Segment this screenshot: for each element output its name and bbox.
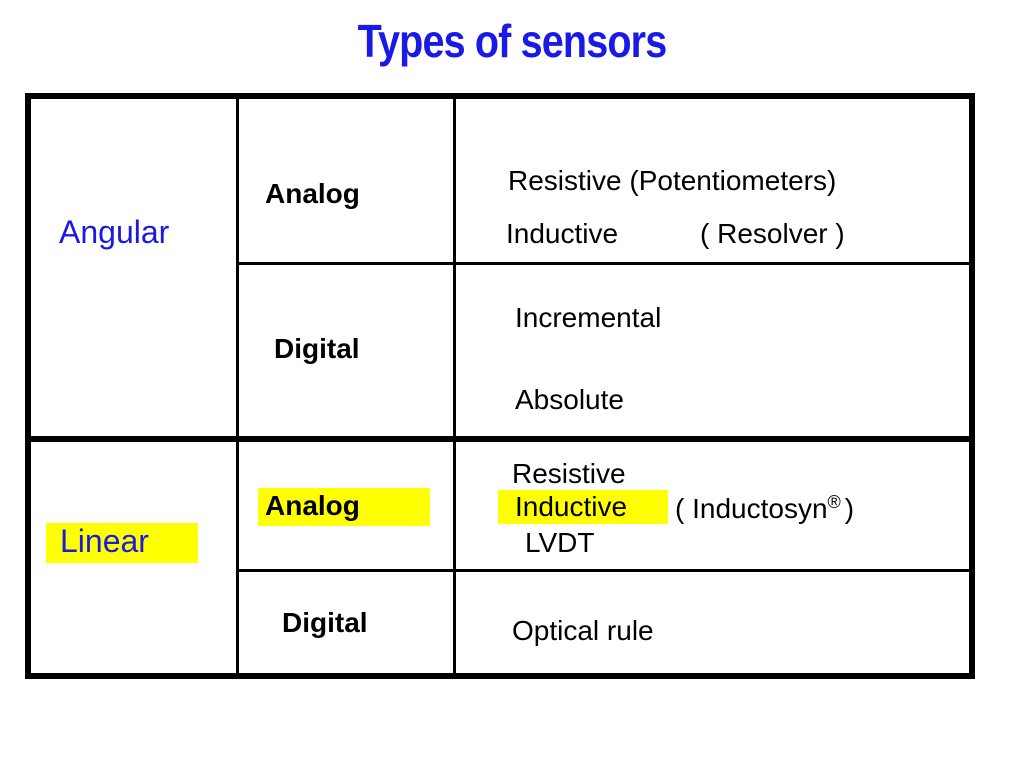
- linear-analog-item-inductive: Inductive: [515, 491, 628, 522]
- linear-highlight: [46, 523, 198, 563]
- table-frame: [25, 93, 975, 679]
- angular-digital-item-absolute: Absolute: [515, 384, 624, 415]
- angular-analog-label: Analog: [265, 178, 360, 209]
- angular-analog-item-resolver: ( Resolver ): [700, 218, 845, 249]
- linear-digital-label: Digital: [282, 607, 368, 638]
- linear-analog-item-inductosyn: ( Inductosyn®): [675, 492, 855, 524]
- category-angular: Angular: [59, 214, 170, 250]
- row-divider-linear: [236, 569, 972, 572]
- linear-analog-item-lvdt: LVDT: [525, 527, 595, 558]
- column-divider-type: [453, 96, 456, 676]
- angular-digital-item-incremental: Incremental: [515, 302, 662, 333]
- row-divider-category: [28, 436, 972, 442]
- inductive-highlight: [498, 490, 668, 524]
- linear-digital-item-optical-rule: Optical rule: [512, 615, 654, 646]
- angular-analog-item-inductive: Inductive: [506, 218, 619, 249]
- angular-digital-label: Digital: [274, 333, 360, 364]
- row-divider-angular: [236, 262, 972, 265]
- page-title: Types of sensors: [357, 15, 668, 67]
- linear-analog-label: Analog: [265, 490, 360, 521]
- linear-analog-item-resistive: Resistive: [512, 458, 626, 489]
- column-divider-category: [236, 96, 239, 676]
- registered-mark: ®: [827, 492, 841, 512]
- linear-analog-highlight: [258, 488, 430, 526]
- angular-analog-item-resistive: Resistive (Potentiometers): [508, 165, 837, 196]
- category-linear: Linear: [60, 523, 149, 559]
